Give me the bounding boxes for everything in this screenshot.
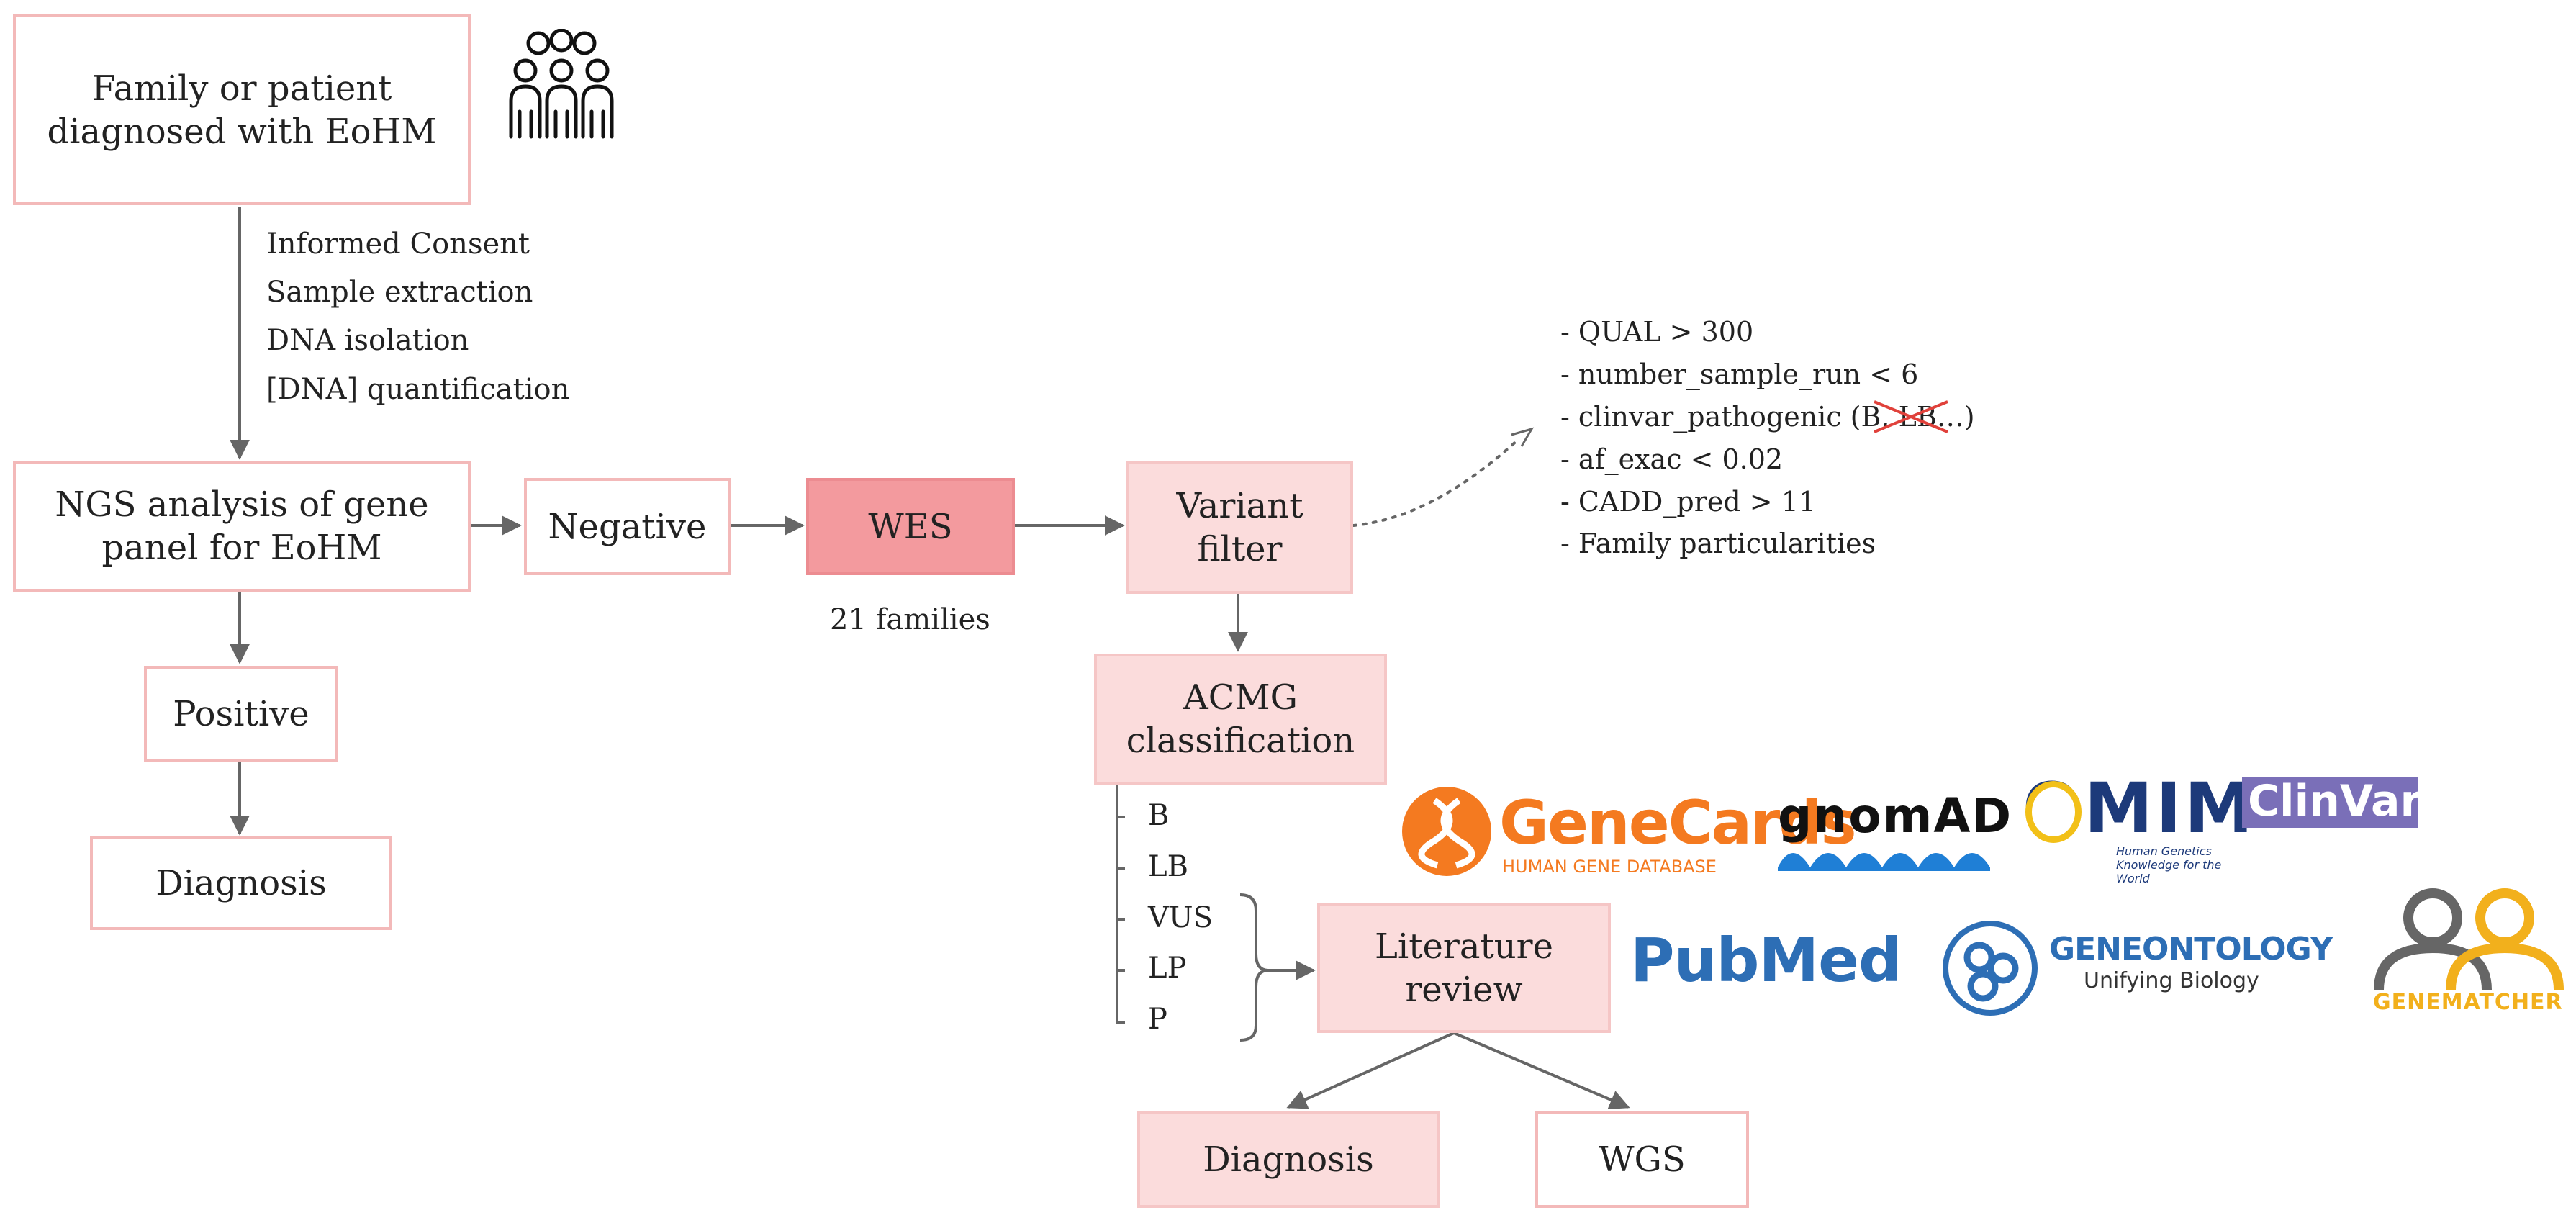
ngs-box: NGS analysis of gene panel for EoHM bbox=[13, 461, 471, 592]
acmg-class: LB bbox=[1148, 849, 1188, 883]
filter-item: - QUAL > 300 bbox=[1560, 316, 1754, 348]
filter-item: - af_exac < 0.02 bbox=[1560, 443, 1784, 475]
wave-icon bbox=[1778, 853, 1990, 871]
positive-box: Positive bbox=[144, 666, 338, 762]
filter-item: - CADD_pred > 11 bbox=[1560, 485, 1817, 518]
clinvar-logo: ClinVar bbox=[2242, 776, 2421, 828]
wgs-box: WGS bbox=[1535, 1111, 1749, 1208]
step-item: Sample extraction bbox=[266, 276, 533, 310]
acmg-box: ACMG classification bbox=[1094, 654, 1387, 785]
genematcher-logo: GENEMATCHER bbox=[2364, 882, 2573, 1019]
strike-cross-icon bbox=[1874, 400, 1948, 433]
family-box: Family or patient diagnosed with EoHM bbox=[13, 14, 471, 205]
two-people-icon bbox=[2374, 888, 2564, 990]
wes-box: WES bbox=[806, 478, 1015, 575]
dna-helix-icon bbox=[1402, 787, 1491, 876]
arrow-literature-to-diagnosis bbox=[1286, 1032, 1455, 1109]
omim-logo: OMIM Human Genetics Knowledge for the Wo… bbox=[2023, 768, 2256, 886]
filter-item: - clinvar_pathogenic (B, LB…) bbox=[1560, 396, 1975, 438]
acmg-class-tree bbox=[1116, 785, 1125, 1024]
omim-o-accent bbox=[2025, 781, 2082, 843]
acmg-class-list: B LB VUS LP P bbox=[1148, 790, 1213, 1045]
wes-caption: 21 families bbox=[830, 603, 990, 636]
acmg-class: B bbox=[1148, 799, 1170, 832]
step-item: Informed Consent bbox=[266, 227, 530, 261]
filter-criteria: - QUAL > 300 - number_sample_run < 6 - c… bbox=[1560, 311, 1975, 565]
variant-filter-box: Variant filter bbox=[1126, 461, 1353, 594]
acmg-class: LP bbox=[1148, 952, 1187, 985]
negative-box: Negative bbox=[524, 478, 731, 575]
step-item: DNA isolation bbox=[266, 324, 469, 358]
class-bracket bbox=[1239, 893, 1269, 1042]
acmg-class: VUS bbox=[1148, 901, 1213, 934]
literature-review-box: Literature review bbox=[1317, 903, 1611, 1033]
arrow-literature-to-wgs bbox=[1453, 1032, 1630, 1110]
genecards-logo: GeneCards HUMAN GENE DATABASE bbox=[1400, 785, 1857, 878]
pubmed-logo: PubMed bbox=[1630, 925, 1902, 996]
people-group-icon bbox=[509, 29, 614, 139]
go-circle-icon bbox=[1943, 921, 2038, 1016]
filter-item: - Family particularities bbox=[1560, 528, 1876, 560]
process-steps: Informed Consent Sample extraction DNA i… bbox=[266, 220, 569, 414]
acmg-class: P bbox=[1148, 1003, 1167, 1037]
filter-item: - number_sample_run < 6 bbox=[1560, 358, 1919, 390]
diagnosis-right-box: Diagnosis bbox=[1137, 1111, 1440, 1208]
dotted-filter-link bbox=[1352, 438, 1520, 527]
geneontology-logo: GENEONTOLOGY Unifying Biology bbox=[1940, 918, 2350, 1019]
gnomad-logo: gnomAD bbox=[1778, 788, 2011, 871]
step-item: [DNA] quantification bbox=[266, 372, 570, 406]
diagnosis-left-box: Diagnosis bbox=[90, 836, 392, 930]
